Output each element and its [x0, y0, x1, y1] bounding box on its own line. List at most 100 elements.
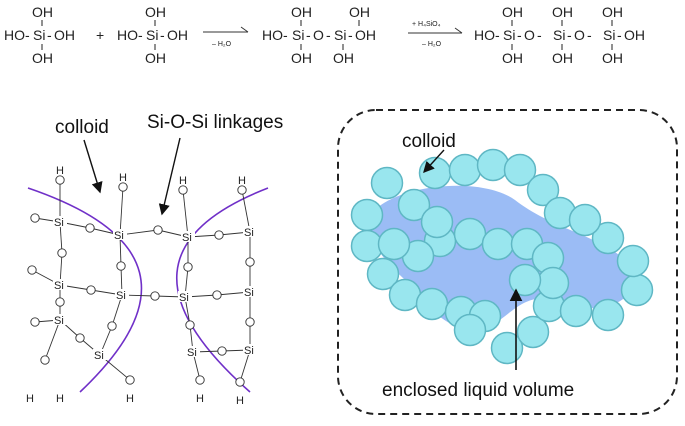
silicon-atom-bg: [243, 286, 257, 297]
cluster-colloid-arrow: [423, 149, 445, 174]
colloid-particle: [526, 173, 560, 207]
lattice-bond: [241, 189, 251, 233]
oxygen-atom: [235, 377, 245, 387]
lattice-bond: [119, 234, 122, 267]
svg-text:OH: OH: [333, 50, 354, 66]
silicon-atom: Si: [182, 232, 192, 244]
hydrogen-atom: H: [238, 175, 246, 187]
svg-text:-: -: [617, 27, 622, 43]
oxygen-atom: [212, 290, 222, 300]
hydrogen-atom: H: [236, 395, 244, 407]
oxygen-atom: [195, 375, 205, 385]
lattice-bond: [182, 189, 189, 238]
oxygen-atom: [30, 317, 40, 327]
colloid-particle: [503, 153, 537, 187]
svg-text:OH: OH: [167, 27, 188, 43]
colloid-particle: [616, 244, 650, 278]
oxygen-atom: [107, 321, 117, 331]
silicon-atom: Si: [54, 315, 64, 327]
hydroxyl-right: OH: [54, 27, 75, 43]
lattice-bond: [119, 186, 124, 236]
silicon-atom-bg: [243, 344, 257, 355]
silicon-atom-bg: [178, 291, 192, 302]
oxygen-atom: [125, 375, 135, 385]
svg-text:-: -: [138, 27, 143, 43]
silicon-atom-bg: [113, 229, 127, 240]
hydroxyl-top: OH: [32, 4, 53, 20]
silicon-atom: Si: [187, 347, 197, 359]
svg-text:OH: OH: [502, 4, 523, 20]
oxygen-atom: [85, 223, 95, 233]
svg-text:OH: OH: [145, 4, 166, 20]
oxygen-atom: [214, 230, 224, 240]
svg-text:OH: OH: [291, 4, 312, 20]
silicon-atom-bg: [186, 346, 200, 357]
colloid-cluster-panel: colloid enclosed liquid volume: [337, 109, 678, 415]
svg-text:OH: OH: [502, 50, 523, 66]
colloid-particle: [559, 294, 593, 328]
reaction-arrow-2: + H₄SiO₄ – H₂O: [408, 21, 463, 48]
colloid-boundary-left: [27, 187, 143, 393]
colloid-particle: [591, 221, 625, 255]
colloid-pointer-arrow: [83, 139, 103, 194]
arrow-1-condition: – H₂O: [212, 41, 232, 48]
svg-text:HO: HO: [262, 27, 283, 43]
silicon-atom-bg: [181, 231, 195, 242]
hydrogen-atom: H: [56, 393, 64, 405]
colloid-particle: [377, 227, 411, 261]
colloid-particle: [370, 166, 404, 200]
svg-text:OH: OH: [602, 50, 623, 66]
silicon-atom: Si: [114, 230, 124, 242]
svg-text:Si: Si: [334, 27, 346, 43]
oxygen-atom: [153, 225, 163, 235]
svg-text:-: -: [283, 27, 288, 43]
svg-text:OH: OH: [552, 4, 573, 20]
colloid-particle: [420, 205, 454, 239]
svg-text:O: O: [313, 27, 324, 43]
silicon-atom: Si: [33, 27, 45, 43]
colloid-particle: [508, 263, 542, 297]
svg-text:-: -: [587, 27, 592, 43]
dashed-frame: [337, 109, 678, 415]
oxygen-atom: [86, 285, 96, 295]
svg-text:Si: Si: [603, 27, 615, 43]
arrow-2-condition: – H₂O: [422, 41, 442, 48]
linkage-label: Si-O-Si linkages: [147, 112, 283, 133]
hydrogen-atom: H: [179, 175, 187, 187]
linkage-pointer-arrow: [158, 137, 181, 216]
oxygen-atom: [55, 175, 65, 185]
svg-text:-: -: [306, 27, 311, 43]
colloid-particle: [350, 198, 384, 232]
silicon-atom-bg: [93, 349, 107, 360]
colloid-particle: [366, 257, 400, 291]
colloid-particle: [388, 278, 422, 312]
dash: -: [47, 27, 52, 43]
oxygen-atom: [217, 346, 227, 356]
oxygen-atom: [245, 317, 255, 327]
colloid-particle: [350, 229, 384, 263]
oxygen-atom: [150, 291, 160, 301]
silicon-atom: Si: [244, 227, 254, 239]
silicon-atom: Si: [116, 290, 126, 302]
svg-text:HO: HO: [117, 27, 138, 43]
molecule-silicic-acid-1: OH HO - Si - OH OH: [4, 4, 75, 66]
lattice-bond: [59, 221, 63, 254]
colloid-particle: [415, 287, 449, 321]
oxygen-atom: [237, 185, 247, 195]
oxygen-atom: [57, 248, 67, 258]
oxygen-atom: [178, 185, 188, 195]
colloid-particle: [397, 188, 431, 222]
silicon-atom: Si: [54, 217, 64, 229]
svg-text:-: -: [348, 27, 353, 43]
silicon-atom-bg: [53, 314, 67, 325]
hydrogen-atom: H: [126, 393, 134, 405]
colloid-particle: [490, 331, 524, 365]
svg-text:OH: OH: [355, 27, 376, 43]
silicon-atom-bg: [53, 216, 67, 227]
colloid-boundary-right: [175, 187, 269, 393]
colloid-particle: [568, 203, 602, 237]
silicon-atom-bg: [243, 226, 257, 237]
colloid-label: colloid: [55, 117, 109, 138]
silicon-atom: Si: [244, 287, 254, 299]
